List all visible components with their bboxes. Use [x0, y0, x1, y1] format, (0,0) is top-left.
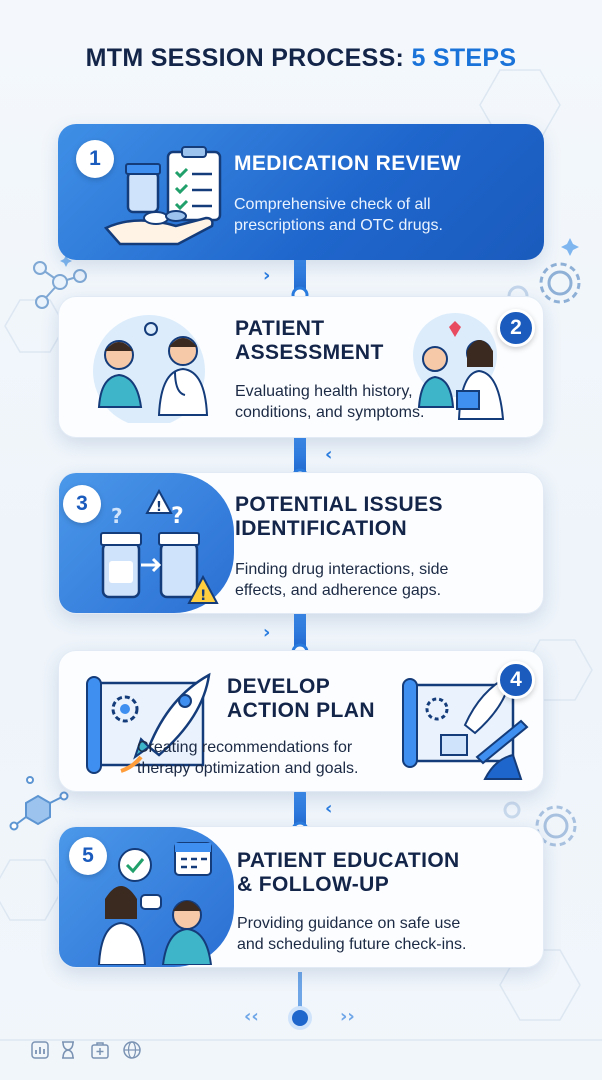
- step-number-badge: 3: [63, 485, 101, 523]
- hexagon-molecule-icon: [9, 776, 69, 831]
- step-number-badge: 5: [69, 837, 107, 875]
- step-description-line: conditions, and symptoms.: [235, 404, 425, 421]
- step-description-line: Comprehensive check of all: [234, 196, 431, 213]
- svg-text:!: !: [156, 500, 162, 515]
- step-description-line: and scheduling future check-ins.: [237, 936, 467, 953]
- medical-kit-icon: [91, 1042, 109, 1059]
- step-card-1: 1 MEDICATION REVIEW Comprehensive check …: [58, 124, 544, 260]
- step-card-5: 5 PATIENT EDUCATION & FOLLOW-UP Providin…: [58, 826, 544, 968]
- chevron-left-icon: ‹: [325, 798, 333, 819]
- doctor-patient-icon: [93, 315, 209, 423]
- step-description-line: prescriptions and OTC drugs.: [234, 217, 443, 234]
- step-heading: PATIENT: [235, 317, 325, 340]
- step-card-3: 3 ? ? ! ! POTENTIAL ISSUES IDENTIFICATIO…: [58, 472, 544, 614]
- svg-text:?: ?: [171, 504, 184, 529]
- step-number-badge: 1: [76, 140, 114, 178]
- step-description-line: effects, and adherence gaps.: [235, 582, 442, 599]
- step-description-line: Providing guidance on safe use: [237, 915, 461, 932]
- education-chat-calendar-icon: [97, 842, 213, 965]
- step-card-2: PATIENT ASSESSMENT Evaluating health his…: [58, 296, 544, 438]
- step-number-badge: 2: [497, 309, 535, 347]
- step-description-line: Finding drug interactions, side: [235, 561, 449, 578]
- step-card-4: DEVELOP ACTION PLAN Creating recommendat…: [58, 650, 544, 792]
- process-connector: [288, 255, 312, 1030]
- chevron-right-icon: ››: [340, 1006, 355, 1027]
- chevron-left-icon: ‹: [325, 444, 333, 465]
- chevron-right-icon: ›: [263, 265, 271, 286]
- svg-text:!: !: [200, 588, 206, 604]
- gear-icon: [503, 801, 577, 847]
- chevron-left-icon: ‹‹: [244, 1006, 259, 1027]
- doctor-heart-icon: [413, 313, 505, 420]
- molecule-icon: [33, 261, 87, 309]
- step-heading: POTENTIAL ISSUES: [235, 493, 443, 516]
- step-heading: ACTION PLAN: [227, 699, 375, 722]
- step-description-line: Evaluating health history,: [235, 383, 413, 400]
- chevron-right-icon: ›: [263, 622, 271, 643]
- step-heading: DEVELOP: [227, 675, 331, 698]
- svg-text:?: ?: [111, 504, 123, 528]
- step-heading: MEDICATION REVIEW: [234, 152, 461, 175]
- step-heading: PATIENT EDUCATION: [237, 849, 460, 872]
- step-description-line: Creating recommendations for: [137, 739, 353, 756]
- step-heading: ASSESSMENT: [235, 341, 384, 364]
- step-number-badge: 4: [497, 661, 535, 699]
- page-title: MTM SESSION PROCESS: 5 STEPS: [0, 44, 602, 73]
- globe-icon: [123, 1041, 141, 1059]
- drug-interaction-warning-icon: ? ? ! !: [100, 488, 219, 604]
- step-heading: & FOLLOW-UP: [237, 873, 390, 896]
- medication-clipboard-icon: [103, 146, 222, 246]
- title-main: MTM SESSION PROCESS:: [85, 44, 412, 72]
- chart-icon: [31, 1041, 49, 1059]
- rocket-plan-icon: [86, 672, 211, 774]
- title-accent: 5 STEPS: [411, 44, 517, 72]
- step-heading: IDENTIFICATION: [235, 517, 408, 540]
- hourglass-icon: [62, 1041, 74, 1059]
- step-description-line: therapy optimization and goals.: [137, 760, 359, 777]
